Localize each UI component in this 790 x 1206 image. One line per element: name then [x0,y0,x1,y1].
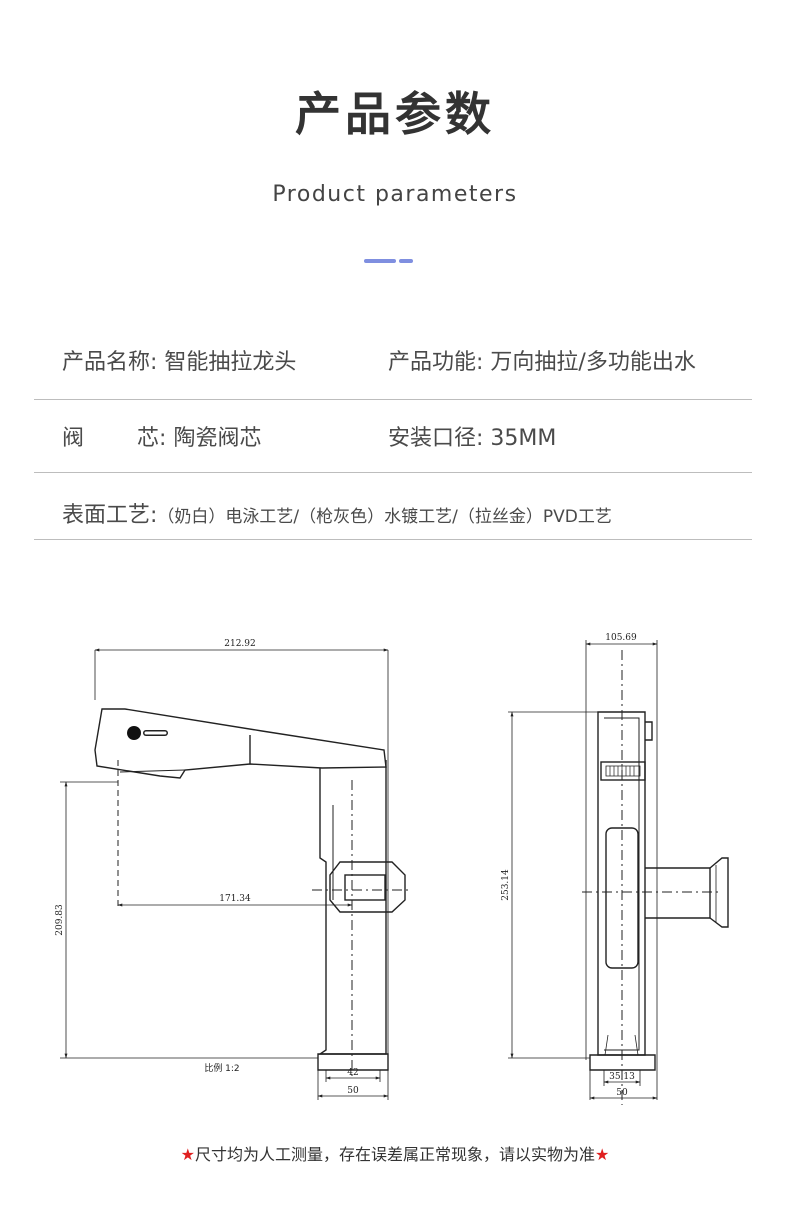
dim-front-base-inner: 35.13 [609,1072,635,1082]
product-function-value: 万向抽拉/多功能出水 [490,350,696,375]
aerator-button-icon [127,726,141,740]
core-value: 陶瓷阀芯 [173,426,262,451]
page-title: 产品参数 [295,87,495,141]
side-view-faucet [94,708,406,1071]
divider [34,399,752,400]
product-function-label: 产品功能: [388,350,484,375]
star-icon: ★ [595,1145,610,1164]
dim-spout-height: 209.83 [55,904,65,936]
divider [34,539,752,540]
diameter-value: 35MM [490,426,557,451]
core-label-2: 芯: [137,426,167,451]
core-label-1: 阀 [62,426,85,451]
page-subtitle: Product parameters [272,182,518,207]
accent-bar-short [399,259,413,263]
param-row-function: 产品功能: 万向抽拉/多功能出水 [388,344,696,376]
dim-front-base-outer: 50 [616,1088,628,1098]
dim-base-inner: 42 [347,1068,358,1078]
front-view-faucet [589,711,729,1071]
surface-value: （奶白）电泳工艺/（枪灰色）水镀工艺/（拉丝金）PVD工艺 [157,507,612,527]
product-name-label: 产品名称: [62,350,158,375]
technical-drawing: 212.92 171.34 209.83 42 50 比例 1:2 105.69… [55,633,729,1105]
surface-label: 表面工艺: [62,503,158,528]
param-row-surface: 表面工艺:（奶白）电泳工艺/（枪灰色）水镀工艺/（拉丝金）PVD工艺 [62,497,612,529]
measurement-note: ★尺寸均为人工测量，存在误差属正常现象，请以实物为准★ [0,1141,790,1165]
dim-total-height: 253.14 [501,869,511,901]
param-row-name: 产品名称: 智能抽拉龙头 [62,344,296,376]
product-name-value: 智能抽拉龙头 [164,350,297,375]
dim-depth: 105.69 [605,633,637,643]
star-icon: ★ [180,1145,195,1164]
param-row-core: 阀 芯: 陶瓷阀芯 [62,420,261,452]
divider [34,472,752,473]
dim-base-outer: 50 [347,1086,359,1096]
param-row-diameter: 安装口径: 35MM [388,420,556,452]
diameter-label: 安装口径: [388,426,484,451]
accent-bar [364,259,396,263]
note-text: 尺寸均为人工测量，存在误差属正常现象，请以实物为准 [194,1145,595,1164]
drawing-scale: 比例 1:2 [204,1062,239,1074]
dim-overall-width: 212.92 [224,639,256,649]
dim-reach: 171.34 [219,894,251,904]
